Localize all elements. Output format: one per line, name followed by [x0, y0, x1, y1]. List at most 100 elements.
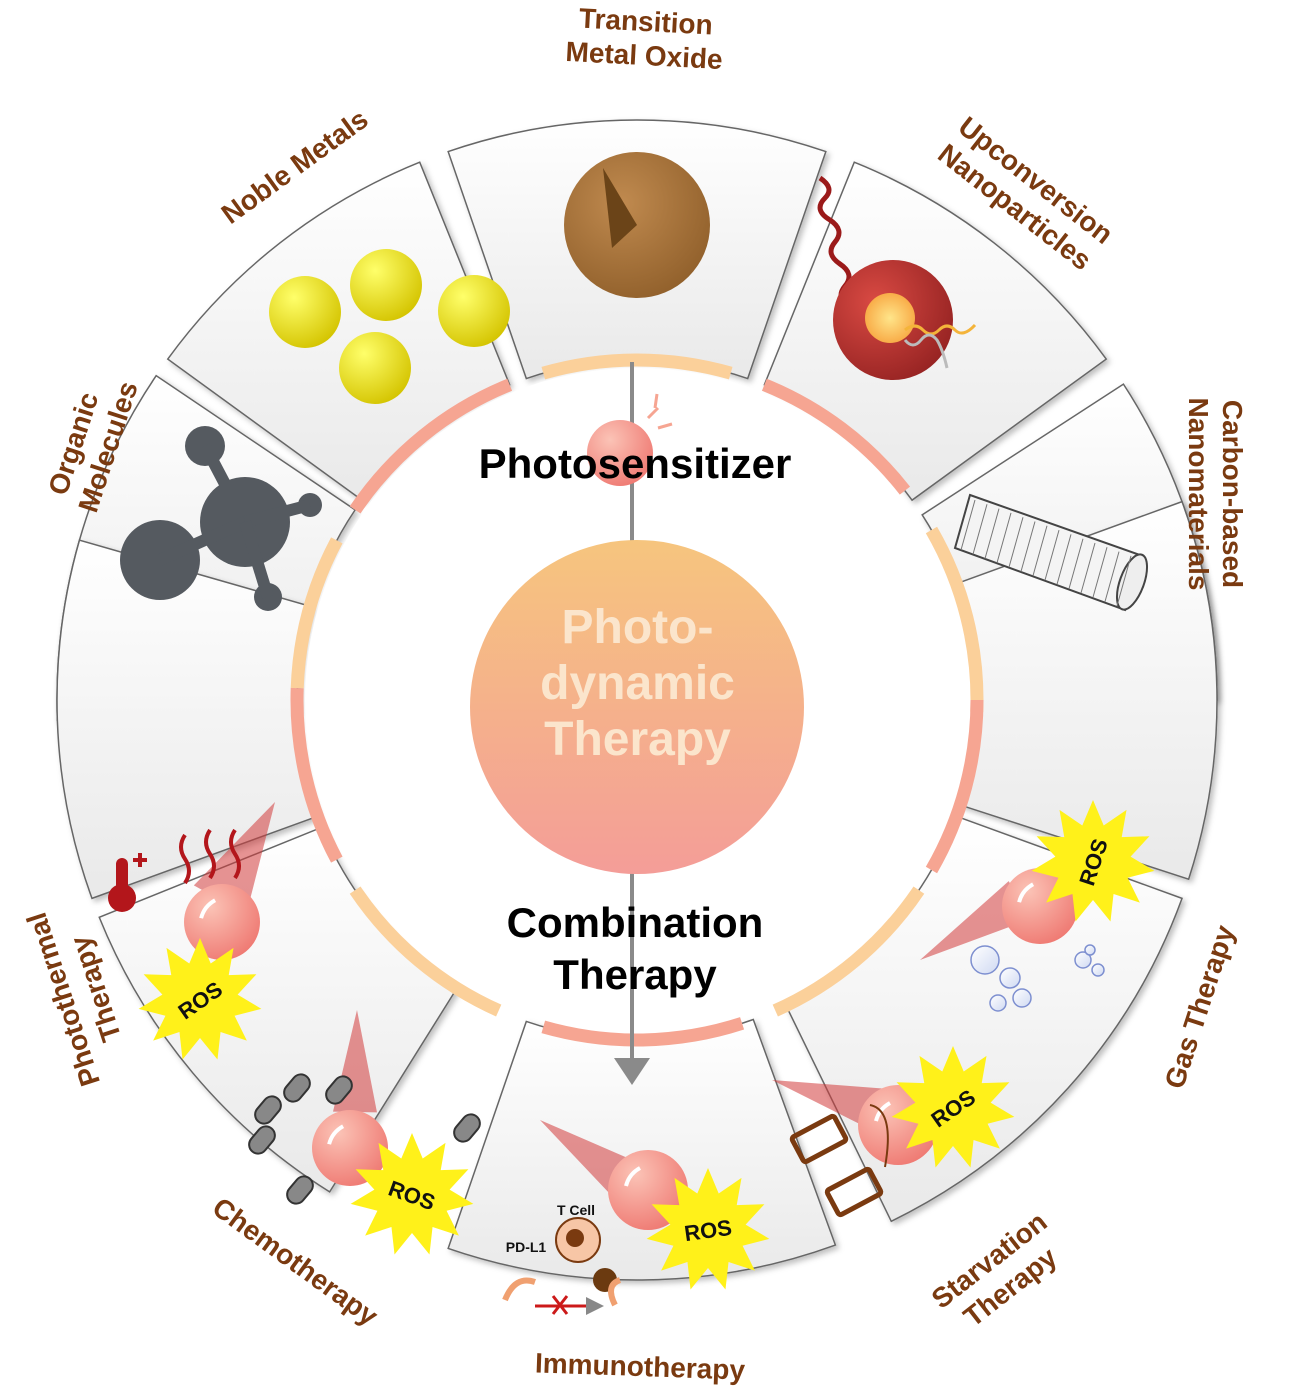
t-cell-label: T Cell [557, 1202, 595, 1218]
organic-molecule-icon [120, 426, 322, 611]
nanotube-hex-line [960, 499, 976, 551]
capsule-icon [325, 1075, 353, 1105]
arc-segment [541, 353, 733, 380]
label-line: Nanomaterials [1183, 397, 1214, 591]
nanotube-hex-line [1020, 521, 1036, 572]
nanotube-hex-line [1080, 542, 1096, 594]
gold-sphere [339, 332, 411, 404]
emission-wave-gray [903, 333, 949, 369]
arc-segment [290, 687, 343, 863]
ucnp-core [865, 293, 915, 343]
nanotube-hex-line [1092, 547, 1108, 598]
combination-heading-line: Therapy [553, 951, 717, 998]
arc-segment [925, 699, 984, 874]
center-line: Photo- [561, 601, 714, 654]
bond [157, 516, 248, 566]
pd-1-receptor-icon [608, 1277, 622, 1307]
heat-waves-icon [179, 828, 241, 885]
battery-full-icon [789, 1113, 849, 1165]
gold-sphere [438, 275, 510, 347]
nanotube-hex-line [1008, 517, 1024, 568]
gold-sphere [350, 249, 422, 321]
photosensitizer-heading-text: Photosensitizer [478, 440, 792, 487]
capsule-icon [453, 1113, 481, 1143]
label-transition-metal-oxide: Transition Metal Oxide [538, 0, 751, 78]
capsule-icon [248, 1125, 276, 1155]
gas-bubble-icon [970, 945, 1000, 975]
gold-nanoparticles-icon [269, 249, 510, 404]
center-line: Therapy [544, 713, 731, 766]
label-carbon-based-nanomaterials: Carbon-based Nanomaterials [1181, 389, 1249, 599]
bond [243, 499, 312, 528]
arc-segment [349, 378, 513, 514]
nanotube-hex-line [1056, 534, 1072, 585]
nanotube-hex-line [1044, 529, 1060, 581]
hub-layer [470, 362, 804, 1085]
pd-l1-label: PD-L1 [506, 1239, 547, 1255]
arc-segment [349, 886, 502, 1017]
arc-segment [772, 886, 925, 1017]
center-line: dynamic [540, 657, 735, 710]
arc-segment [290, 537, 343, 689]
ros-star-icon [646, 1168, 770, 1290]
gas-bubble-icon [1012, 988, 1032, 1008]
plus-icon [133, 853, 147, 867]
nanotube-end [1115, 553, 1149, 611]
emission-wave [904, 323, 977, 336]
oxide-cutaway [603, 168, 637, 248]
ros-star-icon [891, 1046, 1015, 1168]
nanotube-hex-line [1116, 555, 1132, 607]
down-arrow-head [614, 1058, 650, 1085]
gas-bubble-icon [1084, 944, 1096, 956]
pd-l1-receptor-icon [502, 1277, 536, 1302]
nanotube-hex-line [972, 504, 988, 555]
spark-icon [646, 393, 673, 430]
combination-heading-line: Combination [506, 899, 764, 946]
combination-heading: Combination Therapy [440, 897, 830, 1001]
ros-star-icon [138, 938, 262, 1060]
center-circle [470, 540, 804, 874]
ball-highlight [1017, 882, 1035, 903]
block-x-icon [551, 1295, 569, 1315]
label-line: Carbon-based [1217, 399, 1248, 589]
gold-sphere [269, 276, 341, 348]
gas-bubble-icon [1074, 951, 1092, 969]
center-title: Photo- dynamic Therapy [470, 600, 805, 768]
capsule-icon [254, 1095, 282, 1125]
transfer-arrow-icon [869, 1104, 889, 1168]
ps-ball-icon [587, 420, 653, 486]
ball-highlight [327, 1124, 345, 1145]
gas-bubble-icon [1091, 963, 1105, 977]
arc-ring [290, 353, 984, 1047]
nanotube-hex-line [1104, 551, 1120, 602]
ball-highlight [199, 898, 217, 919]
carbon-nanotube-icon [953, 493, 1149, 612]
gas-bubble-icon [989, 994, 1007, 1012]
arc-segment [761, 378, 911, 495]
upconversion-nanoparticle-icon [817, 175, 977, 380]
capsule-icon [286, 1175, 314, 1205]
photosensitizer-ball-icon [184, 884, 260, 960]
photosensitizer-ball-icon [312, 1110, 388, 1186]
ball-highlight [624, 1166, 642, 1187]
capsule-icon [283, 1073, 311, 1103]
nanotube-hex-line [1032, 525, 1048, 576]
nanotube-hex-line [996, 512, 1012, 564]
metal-oxide-sphere-icon [564, 152, 710, 298]
arc-segment [541, 1017, 745, 1047]
bond [199, 443, 251, 525]
nanotube-hex-line [1068, 538, 1084, 589]
t-cell-nucleus [566, 1229, 584, 1247]
arc-segment [925, 526, 984, 713]
ros-star-icon [1031, 800, 1155, 922]
photosensitizer-heading: Photosensitizer [430, 438, 840, 490]
ros-star-icon [350, 1133, 474, 1255]
thermometer-stem [116, 858, 128, 896]
battery-empty-icon [824, 1166, 884, 1218]
light-beam [772, 1080, 886, 1132]
nanotube-hex-line [984, 508, 1000, 559]
thermometer-icon [108, 884, 136, 912]
